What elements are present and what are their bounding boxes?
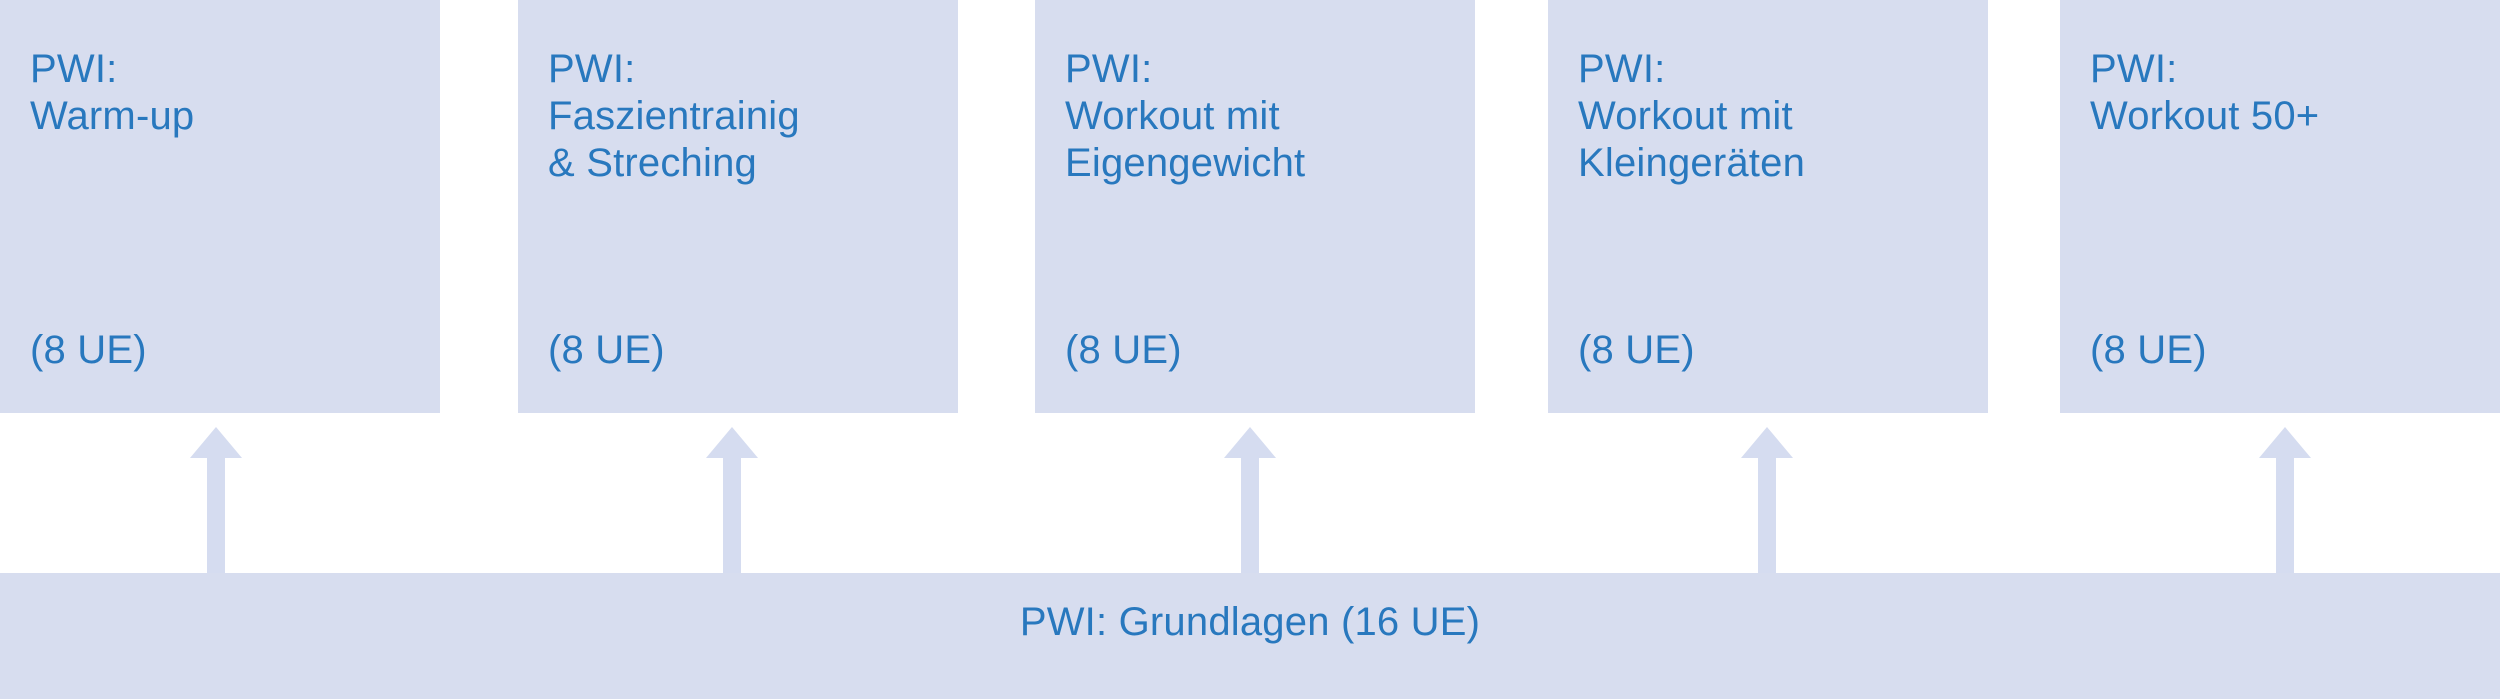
course-box-faszientrainig-streching: PWI: Faszientrainig & Streching (8 UE)	[518, 0, 958, 413]
course-title: PWI: Faszientrainig & Streching	[548, 47, 800, 185]
arrow-up-icon	[1220, 427, 1280, 573]
course-units: (8 UE)	[548, 328, 665, 372]
arrow-up-icon	[702, 427, 762, 573]
base-course-bar: PWI: Grundlagen (16 UE)	[0, 573, 2500, 699]
course-box-workout-eigengewicht: PWI: Workout mit Eigengewicht (8 UE)	[1035, 0, 1475, 413]
arrow-up-icon	[2255, 427, 2315, 573]
course-title: PWI: Workout mit Kleingeräten	[1578, 47, 1806, 185]
course-title: PWI: Warm-up	[30, 47, 195, 138]
course-title: PWI: Workout mit Eigengewicht	[1065, 47, 1306, 185]
course-units: (8 UE)	[1578, 328, 1695, 372]
course-box-workout-50plus: PWI: Workout 50+ (8 UE)	[2060, 0, 2500, 413]
course-title: PWI: Workout 50+	[2090, 47, 2320, 138]
course-units: (8 UE)	[1065, 328, 1182, 372]
course-box-workout-kleingeraeten: PWI: Workout mit Kleingeräten (8 UE)	[1548, 0, 1988, 413]
course-units: (8 UE)	[30, 328, 147, 372]
course-box-warm-up: PWI: Warm-up (8 UE)	[0, 0, 440, 413]
arrow-up-icon	[186, 427, 246, 573]
course-units: (8 UE)	[2090, 328, 2207, 372]
arrow-up-icon	[1737, 427, 1797, 573]
base-course-label: PWI: Grundlagen (16 UE)	[1019, 600, 1481, 644]
